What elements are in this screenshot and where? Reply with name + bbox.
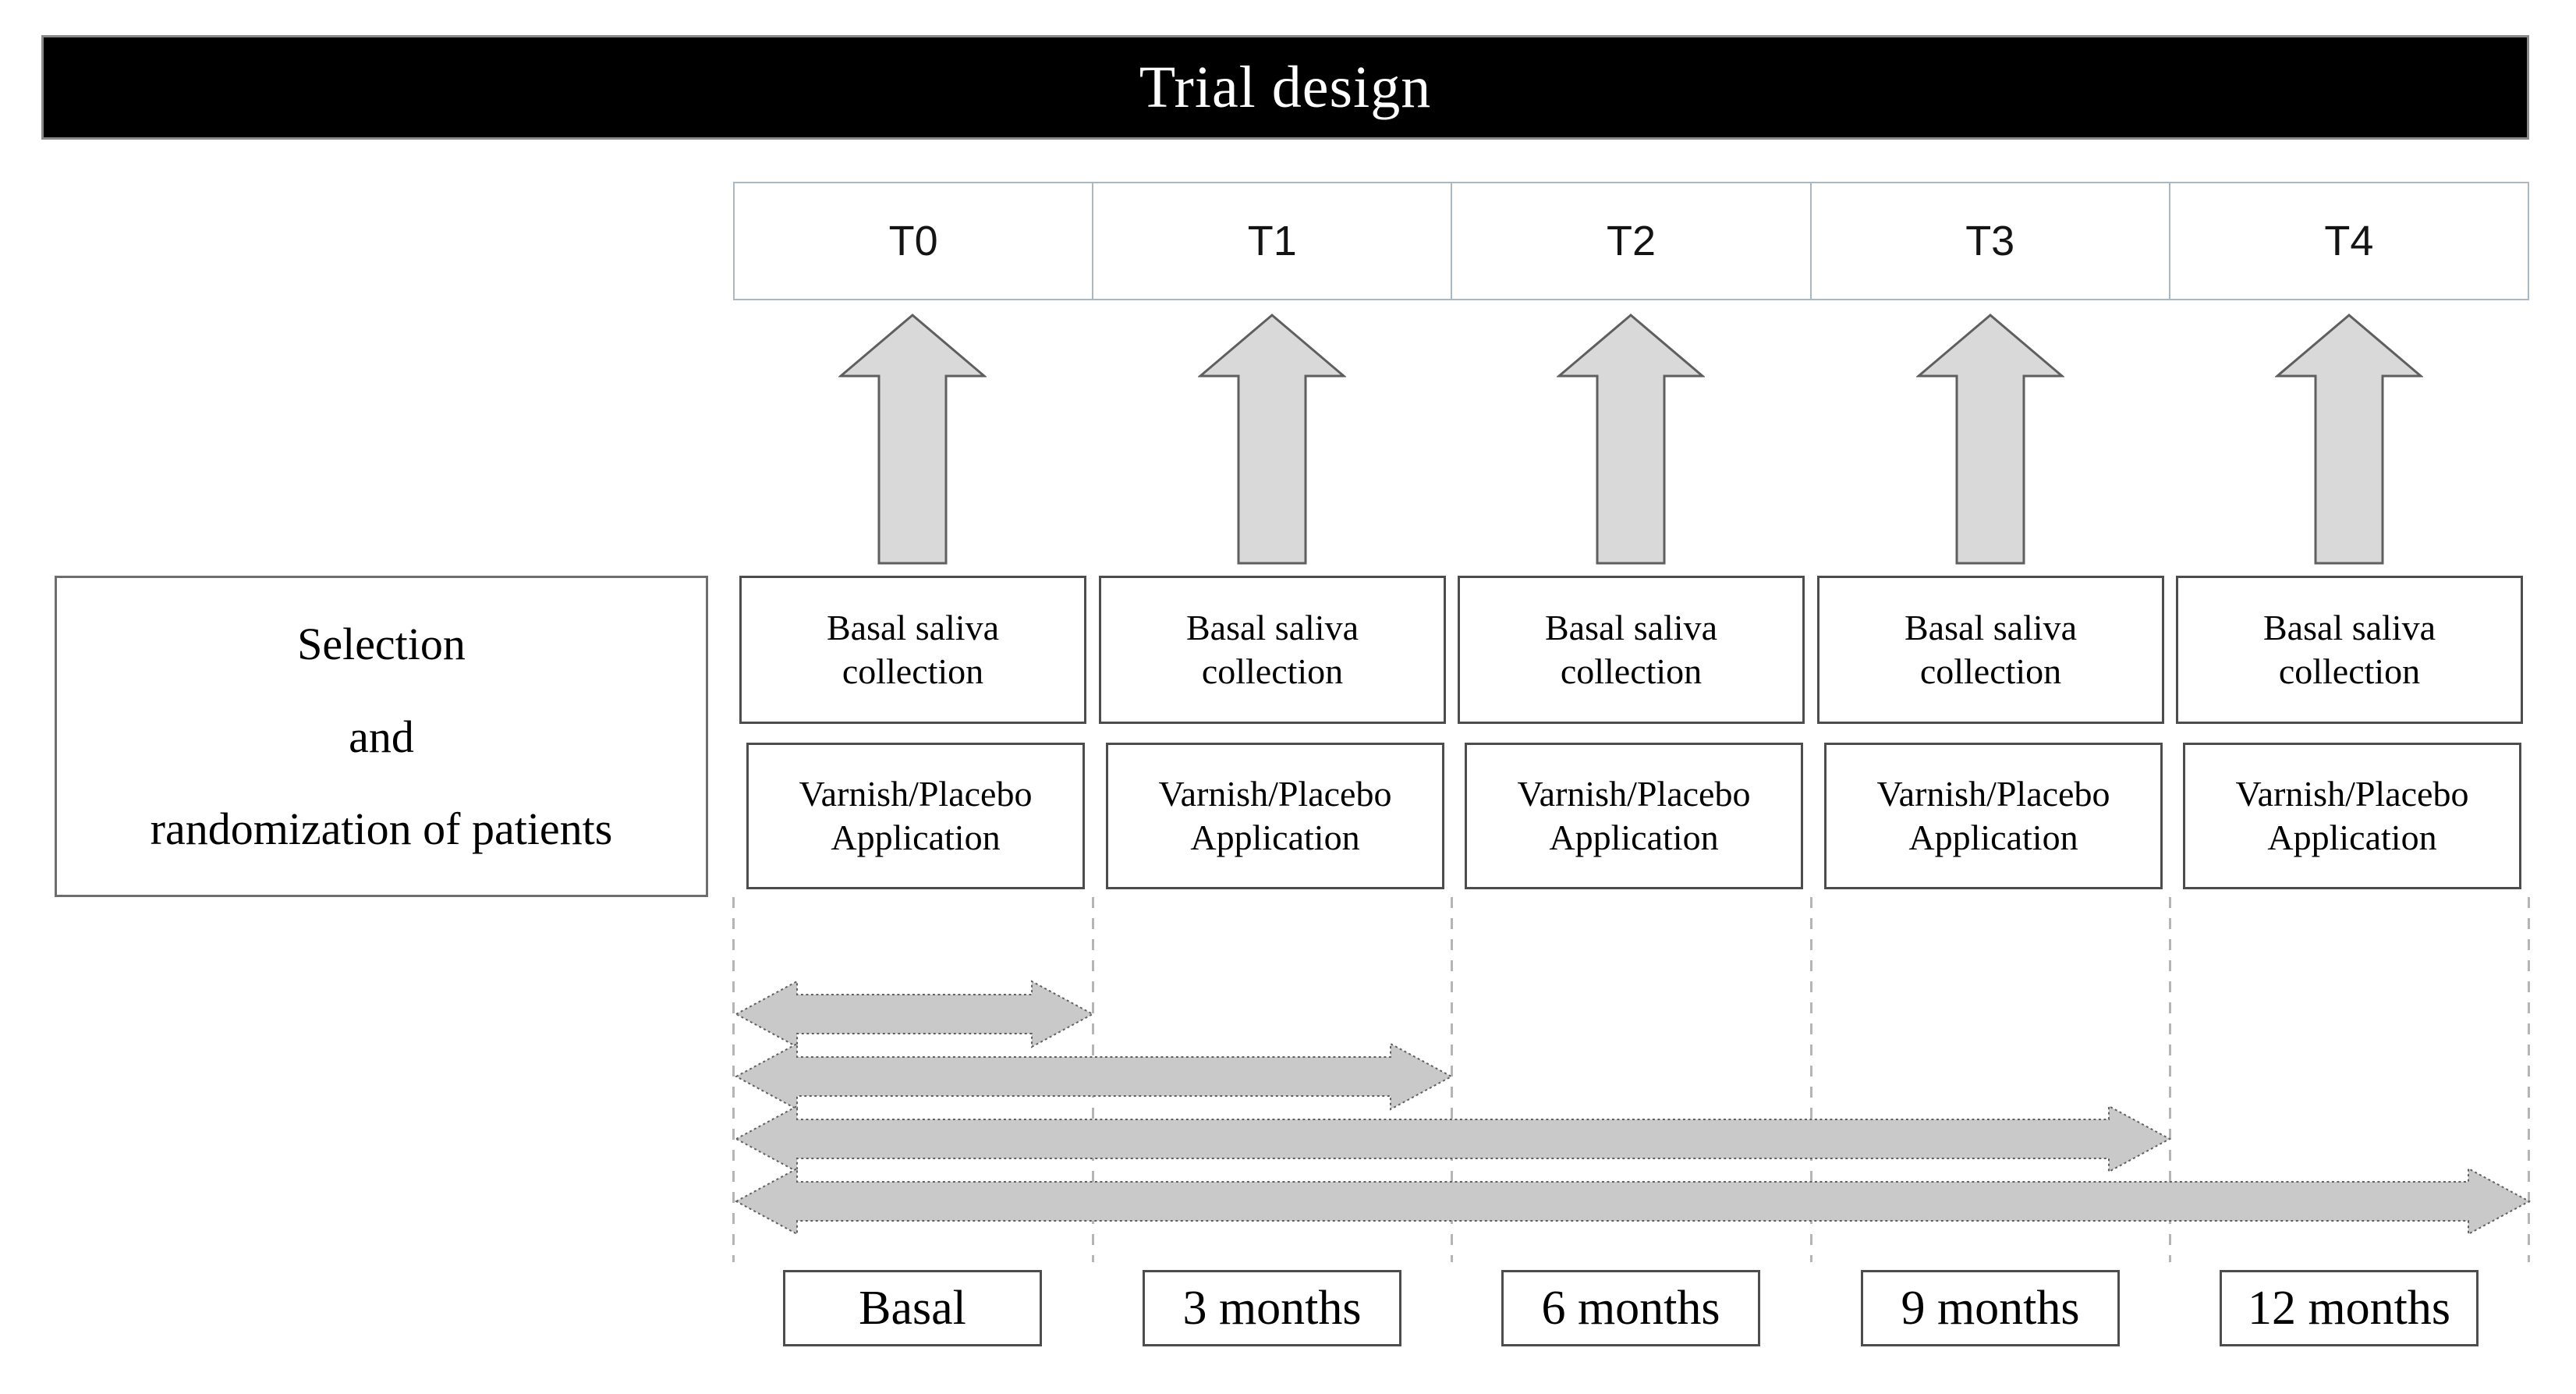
selection-line: Selection <box>297 619 466 670</box>
duration-arrow-12-months <box>734 1165 2532 1237</box>
varnish-box-text: Varnish/Placebo <box>1158 773 1392 814</box>
timepoint-header-row: T0 T1 T2 T3 T4 <box>733 182 2529 300</box>
timepoint-cell-t1: T1 <box>1092 183 1451 299</box>
period-label-text: 3 months <box>1182 1281 1362 1335</box>
timepoint-cell-t0: T0 <box>735 183 1092 299</box>
dashed-boundary-line <box>1810 897 1812 1262</box>
title-bar: Trial design <box>41 35 2529 140</box>
period-label-text: Basal <box>859 1281 966 1335</box>
varnish-application-box-t3: Varnish/Placebo Application <box>1824 743 2163 889</box>
double-headed-arrow-icon <box>734 1167 2532 1236</box>
dashed-boundary-line <box>732 897 735 1262</box>
varnish-application-box-t1: Varnish/Placebo Application <box>1106 743 1444 889</box>
saliva-collection-box-t2: Basal saliva collection <box>1458 576 1805 724</box>
saliva-collection-box-t3: Basal saliva collection <box>1817 576 2164 724</box>
dashed-boundary-line <box>2169 897 2171 1262</box>
varnish-box-text: Varnish/Placebo <box>1517 773 1751 814</box>
up-arrow-icon <box>2275 314 2423 565</box>
timepoint-cell-t2: T2 <box>1451 183 1809 299</box>
saliva-box-text: collection <box>2278 651 2421 691</box>
selection-line: and <box>349 711 414 762</box>
saliva-box-text: Basal saliva <box>1186 607 1359 647</box>
up-arrow-icon <box>1916 314 2064 565</box>
varnish-box-text: Application <box>2267 818 2437 857</box>
duration-arrow-6-months <box>734 1041 1454 1112</box>
timepoint-cell-t3: T3 <box>1809 183 2169 299</box>
duration-arrow-9-months <box>734 1103 2172 1175</box>
selection-randomization-box: Selection and randomization of patients <box>55 576 708 897</box>
timepoint-label: T3 <box>1965 218 2015 264</box>
saliva-box-text: Basal saliva <box>1905 607 2077 647</box>
period-label-12-months: 12 months <box>2220 1270 2479 1346</box>
timepoint-label: T0 <box>888 218 938 264</box>
double-headed-arrow-icon <box>734 1105 2172 1173</box>
varnish-box-text: Varnish/Placebo <box>2235 773 2469 814</box>
period-label-text: 6 months <box>1541 1281 1720 1335</box>
varnish-box-text: Application <box>1908 818 2078 857</box>
dashed-boundary-line <box>1451 897 1453 1262</box>
varnish-application-box-t4: Varnish/Placebo Application <box>2183 743 2521 889</box>
varnish-box-text: Varnish/Placebo <box>799 773 1033 814</box>
timepoint-label: T4 <box>2324 218 2374 264</box>
varnish-box-text: Application <box>1549 818 1719 857</box>
saliva-box-text: Basal saliva <box>827 607 999 647</box>
period-label-text: 12 months <box>2247 1281 2451 1335</box>
varnish-box-text: Application <box>1190 818 1360 857</box>
page-title: Trial design <box>1139 54 1432 120</box>
saliva-box-text: collection <box>1560 651 1703 691</box>
selection-line: randomization of patients <box>150 803 613 854</box>
up-arrow-icon <box>838 314 987 565</box>
varnish-application-box-t0: Varnish/Placebo Application <box>746 743 1085 889</box>
period-label-text: 9 months <box>1901 1281 2080 1335</box>
saliva-box-text: Basal saliva <box>2263 607 2436 647</box>
saliva-box-text: collection <box>842 651 984 691</box>
varnish-box-text: Varnish/Placebo <box>1876 773 2110 814</box>
period-label-basal: Basal <box>783 1270 1042 1346</box>
saliva-box-text: collection <box>1919 651 2062 691</box>
timepoint-cell-t4: T4 <box>2168 183 2528 299</box>
duration-arrow-basal <box>734 978 1095 1050</box>
double-headed-arrow-icon <box>734 1042 1454 1111</box>
saliva-collection-box-t4: Basal saliva collection <box>2176 576 2523 724</box>
period-label-9-months: 9 months <box>1861 1270 2120 1346</box>
dashed-boundary-line <box>2528 897 2530 1262</box>
saliva-collection-box-t0: Basal saliva collection <box>739 576 1086 724</box>
saliva-collection-box-t1: Basal saliva collection <box>1099 576 1446 724</box>
saliva-box-text: Basal saliva <box>1545 607 1717 647</box>
varnish-box-text: Application <box>831 818 1001 857</box>
timepoint-label: T2 <box>1606 218 1657 264</box>
period-label-3-months: 3 months <box>1143 1270 1401 1346</box>
timepoint-label: T1 <box>1247 218 1297 264</box>
up-arrow-icon <box>1198 314 1346 565</box>
up-arrow-icon <box>1557 314 1705 565</box>
period-label-6-months: 6 months <box>1501 1270 1760 1346</box>
double-headed-arrow-icon <box>734 980 1095 1048</box>
varnish-application-box-t2: Varnish/Placebo Application <box>1465 743 1803 889</box>
saliva-box-text: collection <box>1201 651 1344 691</box>
